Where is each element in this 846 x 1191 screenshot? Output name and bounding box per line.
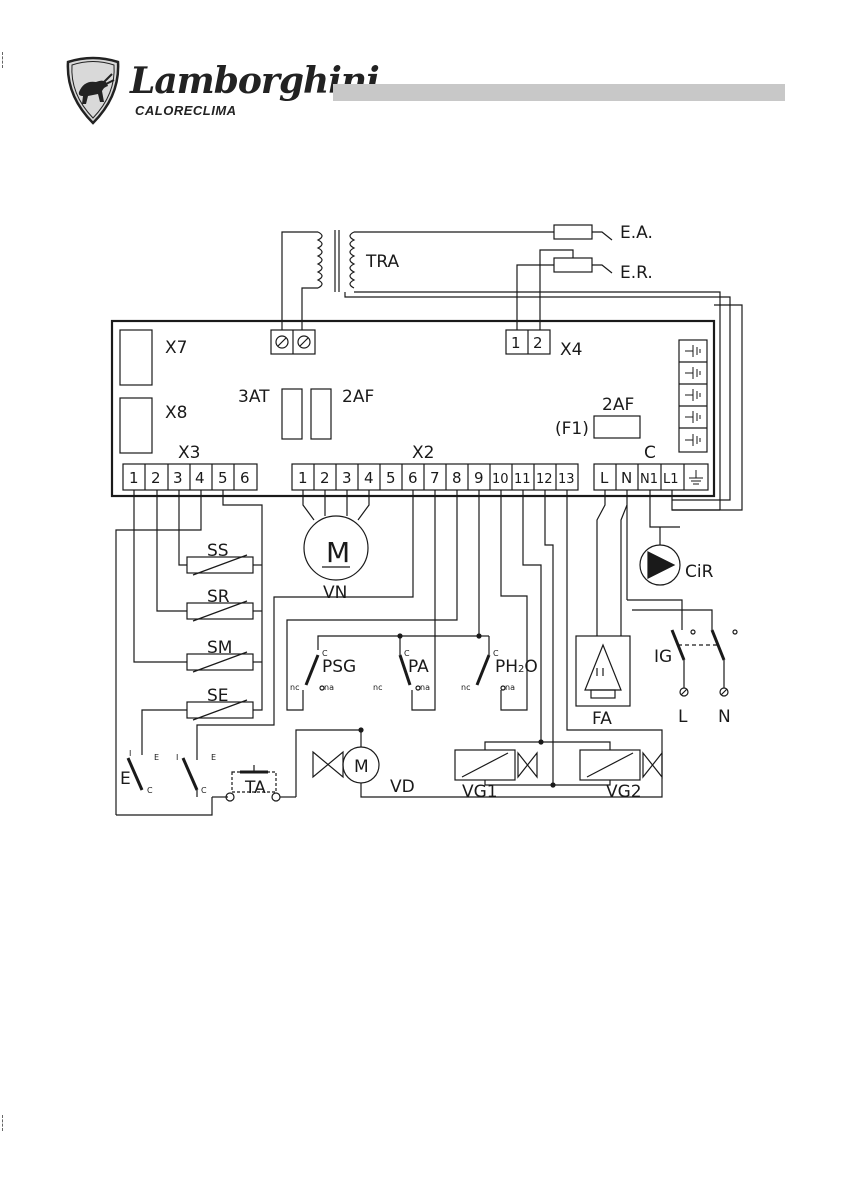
e2-i-label: I — [176, 753, 178, 762]
x2-pin: 13 — [558, 472, 575, 487]
c-pin: N1 — [640, 472, 658, 487]
switch-ph2o — [477, 655, 489, 685]
x2-pin: 4 — [364, 469, 374, 487]
ph2o-na-label: na — [505, 683, 515, 692]
pa-nc-label: nc — [373, 683, 382, 692]
c-pin: L1 — [663, 472, 679, 487]
e1-i-label: I — [129, 749, 131, 758]
fuse-3at — [282, 389, 302, 439]
cir-label: CiR — [685, 562, 714, 582]
x3-pin: 3 — [173, 469, 183, 487]
vd-label: VD — [390, 777, 415, 797]
x2-pin: 12 — [536, 472, 553, 487]
ph2o-c-label: C — [493, 649, 499, 658]
x2-pin: 3 — [342, 469, 352, 487]
fuse-2af-label: 2AF — [342, 387, 374, 407]
x2-pin: 5 — [386, 469, 396, 487]
x2-pin: 8 — [452, 469, 462, 487]
x2-pin: 11 — [514, 472, 531, 487]
er-label: E.R. — [620, 263, 653, 283]
se-label: SE — [207, 686, 229, 706]
psg-label: PSG — [322, 657, 356, 677]
x2-pin: 6 — [408, 469, 418, 487]
x3-pin: 2 — [151, 469, 161, 487]
sr-label: SR — [207, 587, 230, 607]
vg2-label: VG2 — [606, 782, 642, 802]
line-l-label: L — [678, 707, 688, 727]
pa-c-label: C — [404, 649, 410, 658]
connector-x7 — [120, 330, 152, 385]
vg1-label: VG1 — [462, 782, 498, 802]
fuse-f1 — [594, 416, 640, 438]
c-label: C — [644, 443, 656, 463]
x3-pin: 1 — [129, 469, 139, 487]
vd-motor-symbol: M — [354, 757, 369, 777]
ea-label: E.A. — [620, 223, 653, 243]
psg-na-label: na — [324, 683, 334, 692]
c-pin: L — [600, 469, 609, 487]
x4-label: X4 — [560, 340, 582, 360]
x3-pin: 4 — [195, 469, 205, 487]
x2-pin: 9 — [474, 469, 484, 487]
x2-pin: 2 — [320, 469, 330, 487]
e-label: E — [120, 769, 131, 789]
x2-pin: 1 — [298, 469, 308, 487]
tra-label: TRA — [365, 252, 400, 272]
vn-label: VN — [323, 583, 347, 603]
c-pin: N — [621, 469, 632, 487]
e1-c-label: C — [147, 786, 153, 795]
psg-c-label: C — [322, 649, 328, 658]
x4-pin: 2 — [533, 334, 543, 352]
fa-label: FA — [592, 709, 612, 729]
neutral-n-label: N — [718, 707, 731, 727]
connector-x8 — [120, 398, 152, 453]
x2-pin: 7 — [430, 469, 440, 487]
pa-na-label: na — [420, 683, 430, 692]
ea-electrode — [554, 225, 592, 239]
e2-c-label: C — [201, 786, 207, 795]
x4-pin: 1 — [511, 334, 521, 352]
ta-label: TA — [244, 778, 266, 798]
transformer-tra — [318, 230, 354, 292]
er-electrode — [554, 258, 592, 272]
fuse-2af — [311, 389, 331, 439]
x8-label: X8 — [165, 403, 187, 423]
ph2o-nc-label: nc — [461, 683, 470, 692]
x2-pin: 10 — [492, 472, 509, 487]
x3-pin: 6 — [240, 469, 250, 487]
switch-psg — [306, 655, 318, 685]
ig-label: IG — [654, 647, 672, 667]
pa-label: PA — [408, 657, 429, 677]
x2-label: X2 — [412, 443, 434, 463]
sm-label: SM — [207, 638, 232, 658]
x3-pin: 5 — [218, 469, 228, 487]
ss-label: SS — [207, 541, 229, 561]
ph2o-label: PH2O — [495, 657, 538, 677]
fuse-3at-label: 3AT — [238, 387, 270, 407]
x7-label: X7 — [165, 338, 187, 358]
e2-e-label: E — [211, 753, 216, 762]
fuse-f1-rating-label: 2AF — [602, 395, 634, 415]
psg-nc-label: nc — [290, 683, 299, 692]
fuse-f1-id-label: (F1) — [555, 419, 589, 439]
vn-motor-symbol: M — [326, 536, 350, 569]
e1-e-label: E — [154, 753, 159, 762]
x3-label: X3 — [178, 443, 200, 463]
